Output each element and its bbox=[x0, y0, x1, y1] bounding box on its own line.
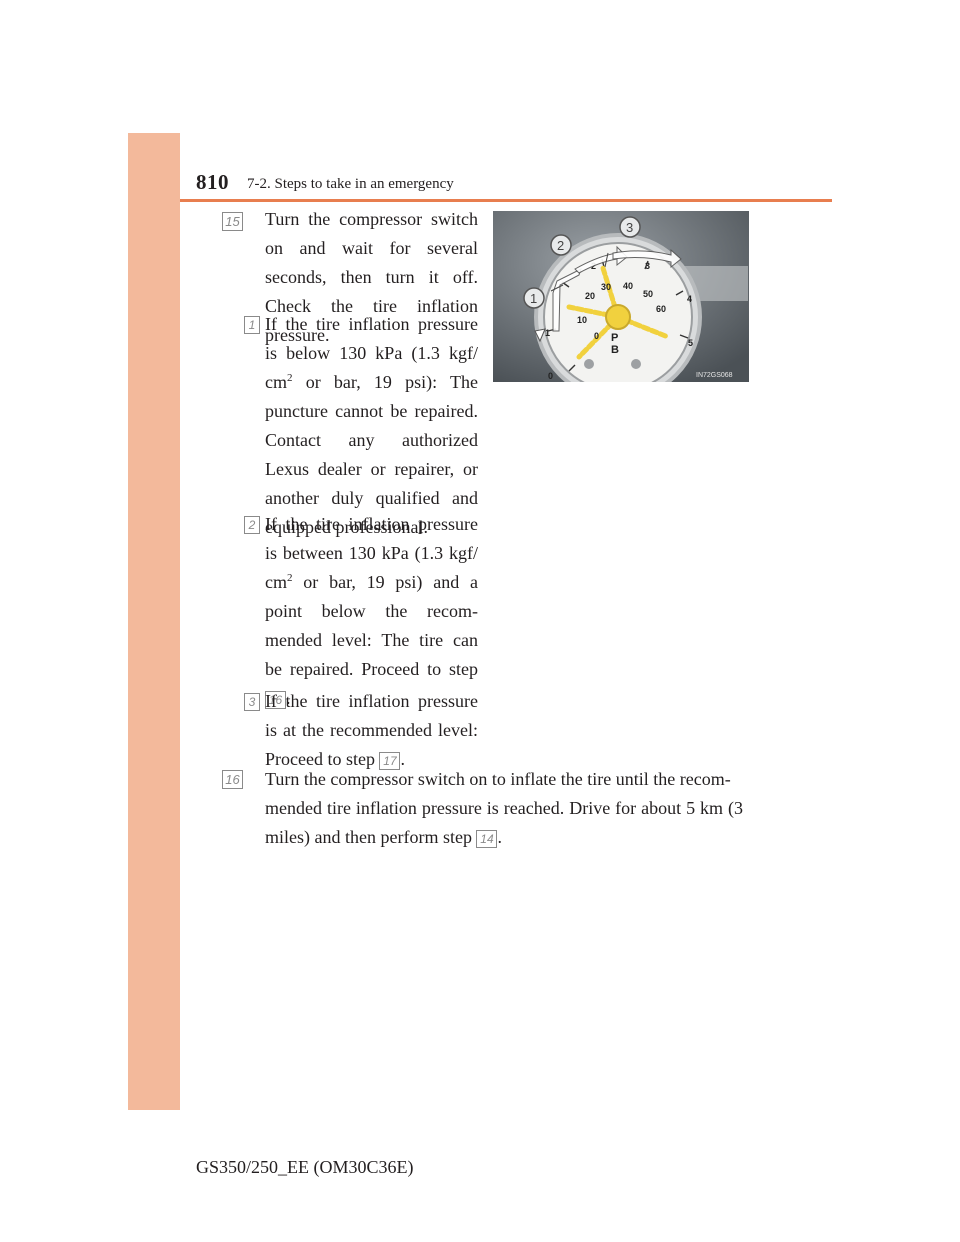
gauge-tick-marks bbox=[547, 258, 689, 372]
item-2-end: . bbox=[286, 688, 291, 708]
item-1-text-b: or bar, 19 psi): The puncture cannot be … bbox=[265, 372, 478, 537]
step-ref-17[interactable]: 17 bbox=[379, 751, 401, 770]
inner-scale-40: 40 bbox=[623, 281, 633, 291]
step-15-text: Turn the compressor switch on and wait f… bbox=[265, 205, 478, 350]
outer-scale-0: 0 bbox=[548, 371, 553, 381]
item-1-sup: 2 bbox=[287, 372, 293, 384]
outer-scale-3: 3 bbox=[645, 261, 650, 271]
step-16-end: . bbox=[497, 827, 502, 847]
outer-scale-4: 4 bbox=[687, 294, 692, 304]
figure-callouts: 1 2 3 bbox=[523, 216, 641, 309]
outer-scale-1: 1 bbox=[545, 328, 550, 338]
inner-scale-10: 10 bbox=[577, 315, 587, 325]
item-1-text: If the tire inflation pressure is below … bbox=[265, 310, 478, 542]
header-rule bbox=[180, 199, 832, 202]
item-badge-3: 3 bbox=[244, 693, 260, 711]
figure-code: IN72GS068 bbox=[696, 372, 733, 379]
step-15-text-first: Turn the compressor switch on bbox=[265, 209, 478, 258]
item-2-text-b: or bar, 19 psi) and a point below the re… bbox=[265, 572, 478, 679]
callout-1: 1 bbox=[530, 291, 537, 306]
item-2-sup: 2 bbox=[287, 572, 293, 584]
inner-scale-30: 30 bbox=[601, 282, 611, 292]
inner-scale-60: 60 bbox=[656, 304, 666, 314]
item-badge-2: 2 bbox=[244, 516, 260, 534]
step-ref-14[interactable]: 14 bbox=[476, 829, 498, 848]
step-16-text-rest: mended tire inflation pressure is reache… bbox=[265, 798, 743, 847]
item-3-text: If the tire inflation pressure is at the… bbox=[265, 687, 478, 774]
callout-arrows bbox=[534, 245, 682, 343]
unit-b: B bbox=[611, 344, 619, 356]
step-15-text-rest: and wait for several seconds, then turn … bbox=[265, 238, 478, 345]
step-badge-16: 16 bbox=[222, 770, 243, 789]
unit-p: P bbox=[611, 332, 618, 344]
item-3-end: . bbox=[400, 749, 405, 769]
gauge-hub bbox=[605, 304, 631, 330]
step-ref-16[interactable]: 16 bbox=[265, 690, 286, 709]
inner-scale-50: 50 bbox=[643, 289, 653, 299]
item-3-text-a: If the tire inflation pressure is at the… bbox=[265, 691, 478, 769]
step-16-rest: mended tire inflation pressure is reache… bbox=[243, 794, 743, 852]
inner-scale-0: 0 bbox=[594, 331, 599, 341]
outer-scale-5: 5 bbox=[688, 338, 693, 348]
pressure-gauge-illustration: 0 1 2 3 4 5 0 10 20 30 40 50 60 P B bbox=[493, 211, 749, 382]
callout-3: 3 bbox=[626, 220, 633, 235]
page-number: 810 bbox=[196, 170, 229, 194]
item-badge-1: 1 bbox=[244, 316, 260, 334]
item-2-text: If the tire inflation pressure is betwee… bbox=[265, 510, 478, 713]
inner-scale-20: 20 bbox=[585, 291, 595, 301]
item-1-text-a: If the tire inflation pressure is below … bbox=[265, 314, 478, 392]
footer-model-code: GS350/250_EE (OM30C36E) bbox=[196, 1157, 414, 1177]
page-side-tab bbox=[128, 133, 180, 1110]
step-16-first-line: Turn the compressor switch on to inflate… bbox=[265, 769, 731, 789]
item-2-text-a: If the tire inflation pressure is betwee… bbox=[265, 514, 478, 592]
callout-2: 2 bbox=[557, 238, 564, 253]
step-badge-15: 15 bbox=[222, 212, 243, 231]
section-title: 7-2. Steps to take in an emergency bbox=[247, 176, 454, 192]
pressure-gauge-figure: 0 1 2 3 4 5 0 10 20 30 40 50 60 P B bbox=[493, 211, 749, 382]
step-16-text: Turn the compressor switch on to inflate… bbox=[243, 765, 743, 852]
